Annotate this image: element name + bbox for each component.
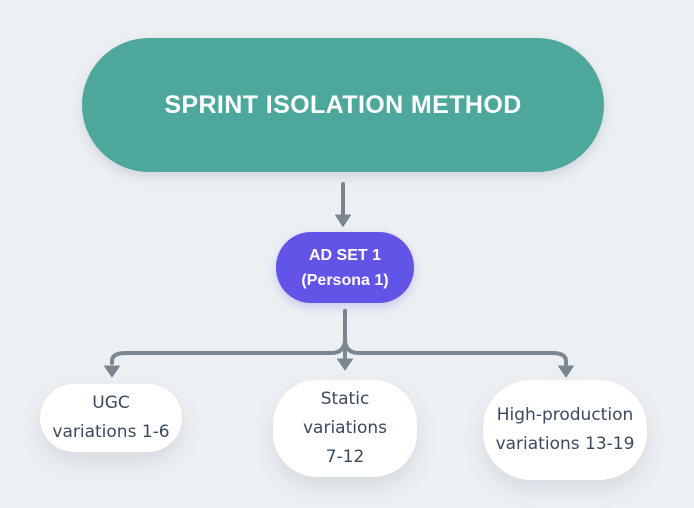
- arrow-root-to-adset: [335, 182, 351, 227]
- leaf-line: High-production: [496, 405, 634, 425]
- adset-label-line1: AD SET 1: [308, 246, 381, 264]
- leaf-line: 7-12: [325, 447, 365, 467]
- node-static-variations: Static variations 7-12: [273, 380, 417, 477]
- leaf-line: UGC: [92, 393, 130, 413]
- arrowhead-left: [104, 365, 120, 378]
- root-node-label: SPRINT ISOLATION METHOD: [164, 90, 522, 119]
- leaf-line: variations 1-6: [52, 422, 170, 442]
- arrowhead-middle: [337, 358, 353, 371]
- arrowhead-right: [558, 365, 574, 378]
- connector-adset-to-leaves: [104, 309, 574, 378]
- leaf-line: variations 13-19: [495, 434, 635, 454]
- node-ad-set-1: AD SET 1 (Persona 1): [276, 232, 414, 303]
- leaf-line: variations: [302, 418, 388, 438]
- node-ugc-variations: UGC variations 1-6: [40, 384, 182, 452]
- node-high-production-variations: High-production variations 13-19: [483, 380, 647, 480]
- node-sprint-isolation-method: SPRINT ISOLATION METHOD: [82, 38, 604, 172]
- adset-label-line2: (Persona 1): [301, 271, 389, 289]
- leaf-line: Static: [320, 389, 370, 409]
